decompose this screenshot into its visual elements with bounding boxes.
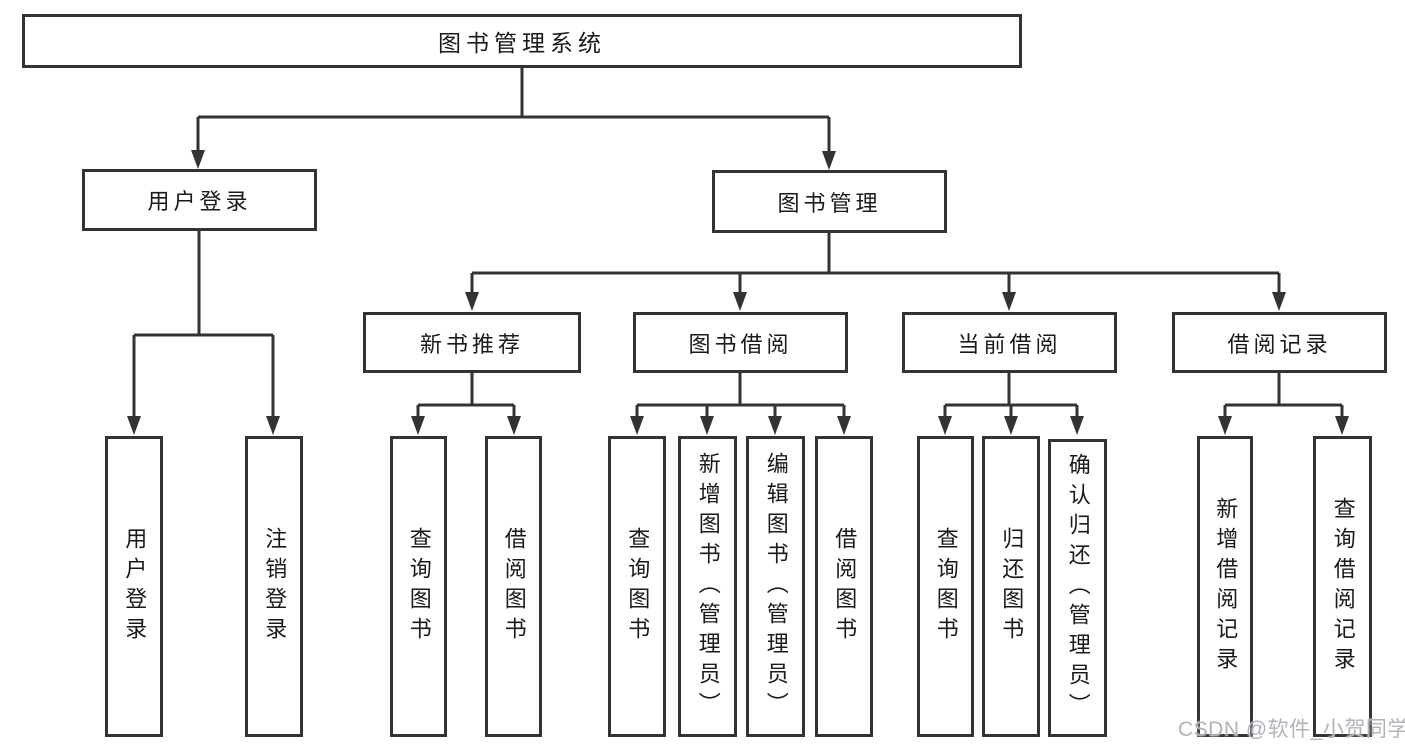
node-user-login-module: 用户登录 [82, 169, 317, 231]
leaf-borrowing-edit-books-admin: 编辑图书（管理员） [746, 436, 805, 737]
leaf-recommend-borrow-books: 借阅图书 [485, 436, 542, 737]
node-label: 借阅图书 [832, 526, 858, 647]
node-label: 注销登录 [262, 526, 288, 647]
node-label: 查询图书 [406, 526, 432, 647]
node-label: 用户登录 [122, 526, 148, 647]
leaf-current-query-books: 查询图书 [917, 436, 974, 737]
node-label: 当前借阅 [957, 331, 1062, 357]
leaf-borrowing-add-books-admin: 新增图书（管理员） [678, 436, 737, 737]
node-current-borrowing: 当前借阅 [902, 312, 1117, 373]
node-label: 查询图书 [625, 526, 651, 647]
csdn-watermark: CSDN @软件_小贺同学 [1178, 718, 1405, 741]
node-label: 用户登录 [147, 189, 252, 214]
leaf-records-query-record: 查询借阅记录 [1313, 436, 1372, 737]
leaf-borrowing-borrow-books: 借阅图书 [815, 436, 873, 737]
node-book-management-module: 图书管理 [712, 170, 947, 233]
leaf-current-confirm-return-admin: 确认归还（管理员） [1048, 439, 1107, 737]
leaf-user-login: 用户登录 [105, 436, 163, 737]
leaf-current-return-books: 归还图书 [982, 436, 1040, 737]
node-label: 图书借阅 [688, 331, 793, 357]
node-label: 借阅记录 [1227, 331, 1332, 357]
node-label: 借阅图书 [501, 526, 527, 647]
node-label: 确认归还（管理员） [1065, 453, 1091, 723]
leaf-logout: 注销登录 [245, 436, 303, 737]
arrowheads [127, 150, 1349, 435]
leaf-records-add-record: 新增借阅记录 [1197, 436, 1253, 737]
node-label: 新增图书（管理员） [695, 451, 721, 722]
node-label: 新书推荐 [419, 331, 524, 357]
node-label: 编辑图书（管理员） [763, 451, 789, 722]
node-label: 查询借阅记录 [1330, 496, 1356, 677]
node-new-book-recommendation: 新书推荐 [363, 312, 581, 373]
node-label: 图书管理 [777, 190, 882, 216]
node-root-system: 图书管理系统 [22, 14, 1022, 68]
leaf-borrowing-query-books: 查询图书 [608, 436, 666, 737]
connector-segments [132, 68, 1344, 418]
node-book-borrowing: 图书借阅 [633, 312, 848, 373]
node-label: 新增借阅记录 [1213, 496, 1239, 677]
node-borrowing-records: 借阅记录 [1172, 312, 1387, 373]
leaf-recommend-query-books: 查询图书 [390, 436, 447, 737]
node-label: 查询图书 [933, 526, 959, 647]
node-label: 归还图书 [999, 526, 1025, 647]
node-label: 图书管理系统 [438, 30, 606, 56]
